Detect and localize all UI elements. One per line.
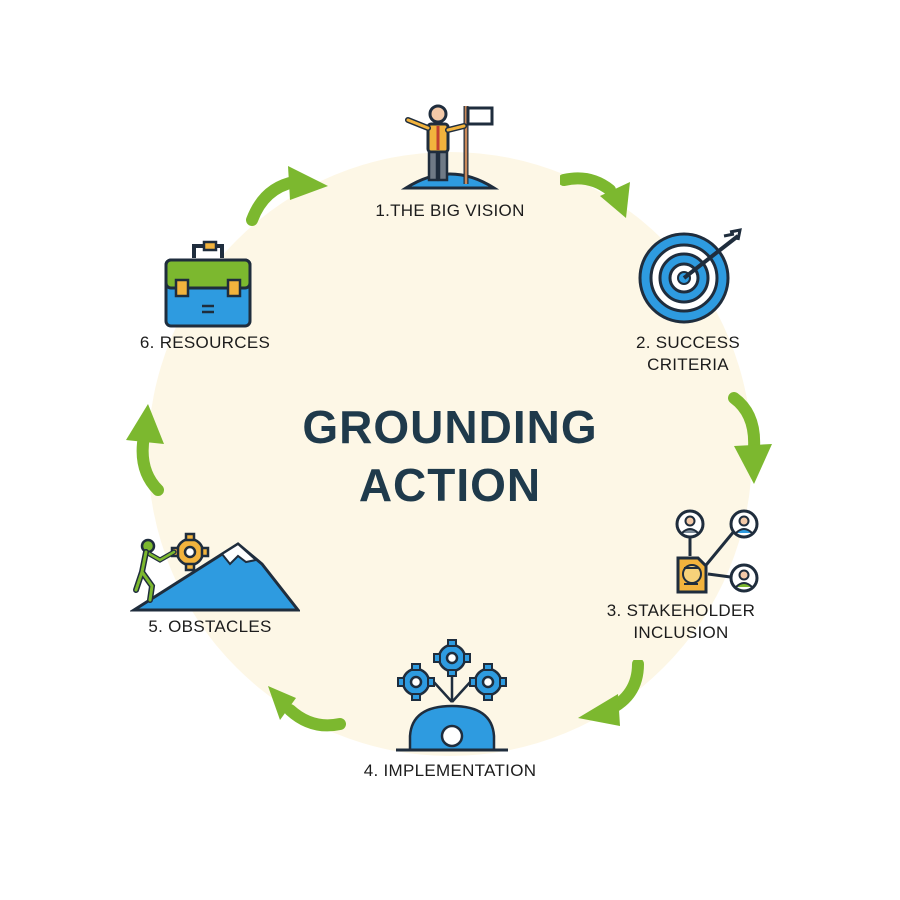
flag-bearer-icon bbox=[400, 100, 500, 197]
title-line-2: ACTION bbox=[200, 456, 700, 514]
climber-mountain-icon bbox=[130, 530, 300, 617]
arrow-4-to-5-icon bbox=[262, 680, 346, 745]
arrow-3-to-4-icon bbox=[576, 660, 652, 735]
step-2-label-line-1: 2. SUCCESS bbox=[598, 332, 778, 354]
step-2-label-line-2: CRITERIA bbox=[598, 354, 778, 376]
step-5-label: 5. OBSTACLES bbox=[120, 616, 300, 638]
gears-icon bbox=[392, 636, 512, 757]
step-3-label-line-1: 3. STAKEHOLDER bbox=[596, 600, 766, 622]
arrow-5-to-6-icon bbox=[118, 400, 176, 501]
diagram-title: GROUNDING ACTION bbox=[200, 398, 700, 514]
stakeholder-network-icon bbox=[668, 506, 764, 603]
step-6-label: 6. RESOURCES bbox=[110, 332, 300, 354]
arrow-1-to-2-icon bbox=[560, 168, 640, 233]
arrow-2-to-3-icon bbox=[720, 392, 776, 493]
step-2-label: 2. SUCCESS CRITERIA bbox=[598, 332, 778, 376]
step-3-label: 3. STAKEHOLDER INCLUSION bbox=[596, 600, 766, 644]
title-line-1: GROUNDING bbox=[200, 398, 700, 456]
step-3-label-line-2: INCLUSION bbox=[596, 622, 766, 644]
arrow-6-to-1-icon bbox=[244, 162, 334, 233]
step-1-label: 1.THE BIG VISION bbox=[350, 200, 550, 222]
step-4-label: 4. IMPLEMENTATION bbox=[330, 760, 570, 782]
briefcase-icon bbox=[160, 240, 256, 335]
target-icon bbox=[634, 226, 750, 331]
